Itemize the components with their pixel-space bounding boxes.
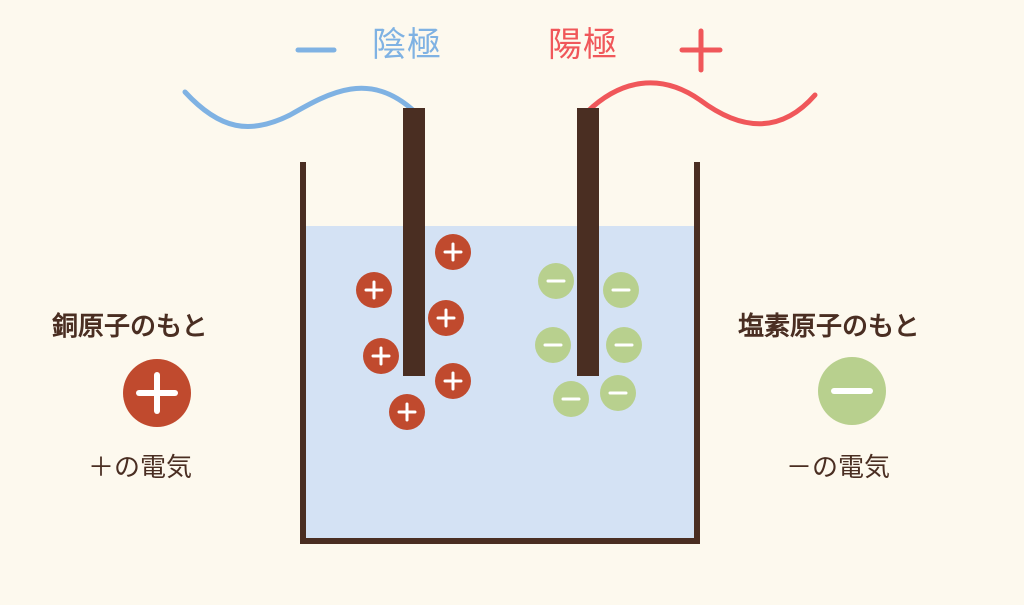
plus-circle-icon xyxy=(123,359,191,427)
copper-ion xyxy=(435,363,471,399)
copper-ion-group xyxy=(356,234,471,430)
chloride-ion xyxy=(603,272,639,308)
solution xyxy=(306,226,694,538)
copper-ion xyxy=(356,272,392,308)
chloride-ion xyxy=(535,327,571,363)
copper-ion xyxy=(389,394,425,430)
anode-electrode xyxy=(577,108,599,376)
chloride-ion xyxy=(600,375,636,411)
chloride-ion xyxy=(606,327,642,363)
copper-ion xyxy=(435,234,471,270)
anode-label: 陽極 xyxy=(548,25,618,65)
anode-wire xyxy=(584,80,818,127)
beaker xyxy=(300,162,700,544)
cathode-wire xyxy=(182,85,418,129)
negative-charge-label: －の電気 xyxy=(786,453,891,483)
copper-atom-source-label: 銅原子のもと xyxy=(52,312,208,342)
cathode-electrode xyxy=(403,108,425,376)
minus-circle-icon xyxy=(818,357,886,425)
plus-icon xyxy=(679,28,723,73)
chloride-ion xyxy=(538,263,574,299)
copper-ion xyxy=(363,338,399,374)
copper-ion xyxy=(428,300,464,336)
chloride-ion xyxy=(553,381,589,417)
positive-charge-label: ＋の電気 xyxy=(88,453,193,483)
chloride-ion-group xyxy=(535,263,642,417)
cathode-label: 陰極 xyxy=(372,25,442,65)
chlorine-atom-source-label: 塩素原子のもと xyxy=(738,312,920,342)
